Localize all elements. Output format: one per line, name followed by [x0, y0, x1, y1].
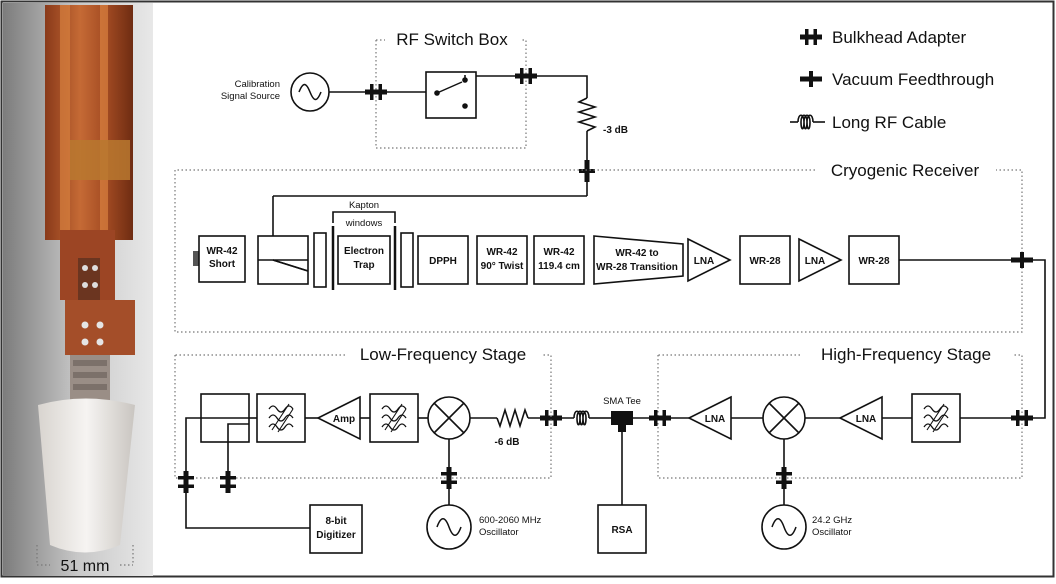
digitizer [309, 504, 363, 554]
kapton-label-line2: windows [345, 218, 383, 229]
sine-wave-icon [436, 518, 462, 536]
low-frequency-stage-border [174, 354, 552, 479]
bulkhead-adapter-icon [800, 29, 822, 45]
hf-osc-label-line2: Oscillator [812, 527, 852, 538]
calibration-source [290, 72, 330, 112]
svg-text:LNA: LNA [856, 414, 877, 425]
svg-text:WR-42: WR-42 [206, 246, 238, 257]
cryogenic-receiver-border [174, 169, 1023, 333]
instrument-photo [3, 3, 153, 576]
hf-oscillator [761, 504, 807, 550]
receiver-lna-1 [687, 237, 732, 283]
svg-text:WR-42: WR-42 [543, 247, 575, 258]
bulkhead-adapter-icon [649, 410, 671, 426]
receiver-wr28-1 [739, 235, 791, 285]
wr42-twist [476, 235, 528, 285]
svg-text:WR-28: WR-28 [858, 256, 890, 267]
rf-switch-box-border [375, 39, 527, 149]
svg-text:Trap: Trap [353, 260, 374, 271]
hf-lna-1 [687, 395, 732, 441]
hf-mixer [762, 396, 806, 440]
svg-text:Digitizer: Digitizer [316, 530, 356, 541]
rf-switch-box-title: RF Switch Box [396, 30, 508, 49]
legend-cable-label: Long RF Cable [832, 113, 946, 132]
lf-osc-label-line2: Oscillator [479, 527, 519, 538]
svg-text:119.4 cm: 119.4 cm [538, 261, 580, 272]
lf-oscillator [426, 504, 472, 550]
legend-feedthrough-label: Vacuum Feedthrough [832, 70, 994, 89]
lf-bandpass-filter-1 [256, 393, 306, 443]
kapton-window-right [400, 232, 414, 288]
svg-text:8-bit: 8-bit [325, 516, 347, 527]
rsa-analyzer [597, 504, 647, 554]
lf-amplifier [316, 395, 361, 441]
wr42-short: WR-42 Short [193, 235, 246, 283]
attenuator-6db [496, 407, 529, 429]
svg-text:90° Twist: 90° Twist [481, 261, 524, 272]
low-frequency-stage-title: Low-Frequency Stage [360, 345, 526, 364]
receiver-lna-2 [798, 237, 843, 283]
wr42-straight [533, 235, 585, 285]
bulkhead-adapter-icon [776, 467, 792, 489]
svg-text:WR-42: WR-42 [486, 247, 518, 258]
wr42-wr28-transition [593, 235, 684, 285]
svg-text:Electron: Electron [344, 246, 384, 257]
attenuator-3db-label: -3 dB [603, 125, 628, 136]
cryogenic-receiver-title: Cryogenic Receiver [831, 161, 980, 180]
receiver-wr28-2 [848, 235, 900, 285]
sma-tee-label: SMA Tee [603, 396, 641, 407]
svg-text:LNA: LNA [805, 256, 826, 267]
sine-wave-icon [771, 518, 797, 536]
high-frequency-stage-title: High-Frequency Stage [821, 345, 991, 364]
kapton-window-left [313, 232, 327, 288]
hf-bandpass-filter [911, 393, 961, 443]
svg-text:WR-42 to: WR-42 to [615, 248, 658, 259]
svg-text:LNA: LNA [694, 256, 715, 267]
sine-wave-icon [298, 83, 322, 101]
vacuum-feedthrough-icon [1011, 252, 1033, 268]
svg-text:DPPH: DPPH [429, 256, 457, 267]
rf-switch [425, 71, 477, 119]
directional-coupler [257, 235, 309, 285]
vacuum-feedthrough-icon [579, 160, 595, 182]
legend-bulkhead-label: Bulkhead Adapter [832, 28, 967, 47]
cal-source-label-line1: Calibration [235, 79, 280, 90]
long-rf-cable-icon [573, 410, 590, 426]
lf-mixer [427, 396, 471, 440]
hf-lna-2 [838, 395, 883, 441]
electron-trap [337, 235, 391, 285]
bulkhead-adapter-icon [220, 471, 236, 493]
scale-label: 51 mm [61, 558, 110, 575]
lf-bandpass-filter-2 [369, 393, 419, 443]
svg-text:Short: Short [209, 259, 236, 270]
vacuum-feedthrough-icon [800, 71, 822, 87]
hf-osc-label-line1: 24.2 GHz [812, 515, 852, 526]
svg-text:Amp: Amp [333, 414, 355, 425]
bulkhead-adapter-icon [178, 471, 194, 493]
high-frequency-stage-border [657, 354, 1023, 479]
attenuator-6db-label: -6 dB [495, 437, 520, 448]
lf-osc-label-line1: 600-2060 MHz [479, 515, 542, 526]
sma-tee [611, 411, 633, 432]
svg-text:WR-28 Transition: WR-28 Transition [596, 262, 678, 273]
bulkhead-adapter-icon [441, 467, 457, 489]
kapton-label-line1: Kapton [349, 200, 379, 211]
svg-text:WR-28: WR-28 [749, 256, 781, 267]
attenuator-3db [576, 97, 598, 132]
power-splitter [200, 393, 250, 443]
cal-source-label-line2: Signal Source [221, 91, 280, 102]
svg-text:RSA: RSA [611, 525, 632, 536]
long-rf-cable-icon [790, 114, 825, 130]
legend: Bulkhead Adapter Vacuum Feedthrough Long… [790, 28, 994, 132]
bulkhead-adapter-icon [365, 84, 387, 100]
svg-text:LNA: LNA [705, 414, 726, 425]
dpph-sample [417, 235, 469, 285]
